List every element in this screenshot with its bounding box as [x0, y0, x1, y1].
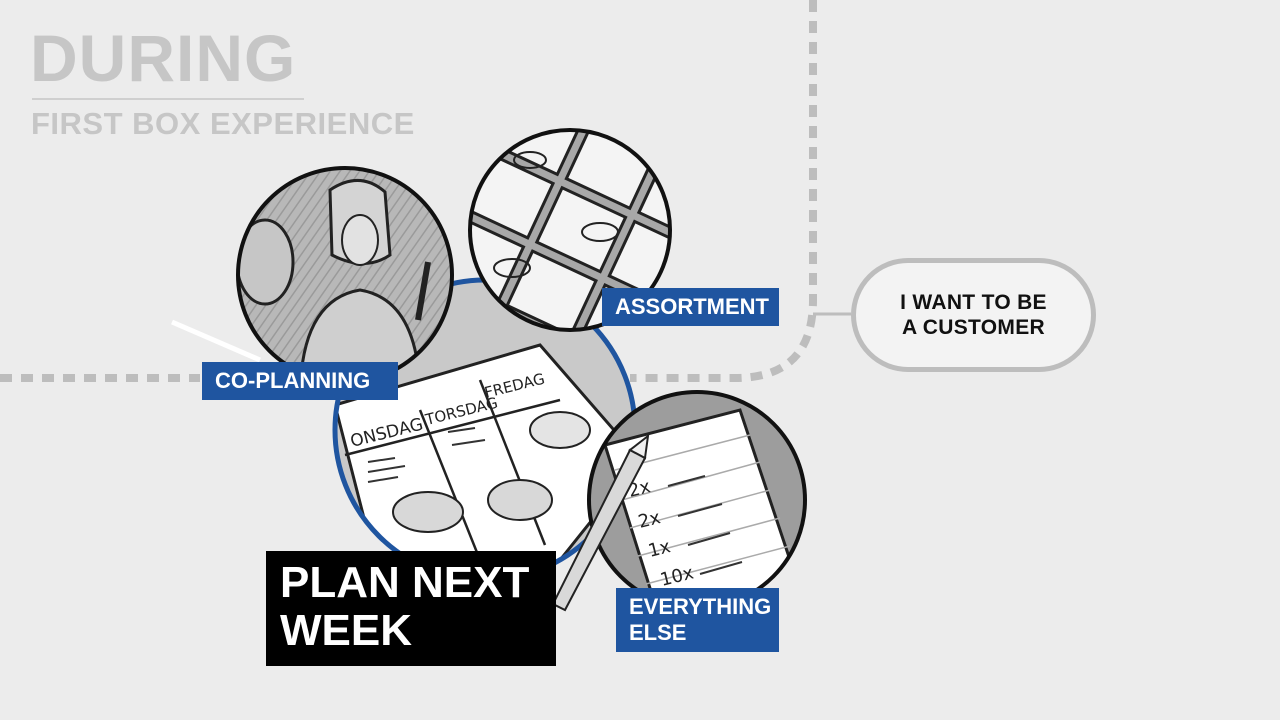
page-subtitle: FIRST BOX EXPERIENCE: [31, 106, 415, 141]
shopping-list-sketch-icon: 2x 2x 1x 10x: [587, 390, 807, 610]
person-sketch-icon: [236, 166, 454, 384]
plan-next-week-label: PLAN NEXT WEEK: [266, 551, 556, 666]
everything-else-tag: EVERYTHING ELSE: [616, 588, 779, 652]
customer-bubble-text: I WANT TO BE A CUSTOMER: [900, 291, 1047, 339]
customer-thought-bubble: I WANT TO BE A CUSTOMER: [851, 258, 1096, 372]
co-planning-tag: CO-PLANNING: [202, 362, 398, 400]
pencil-icon: [551, 433, 650, 612]
journey-path: [0, 0, 817, 382]
food-grid-sketch-icon: [468, 128, 672, 332]
assortment-tag: ASSORTMENT: [602, 288, 779, 326]
title-divider: [32, 98, 304, 100]
page-title: DURING: [30, 21, 297, 95]
highlight-stroke: [171, 319, 261, 363]
